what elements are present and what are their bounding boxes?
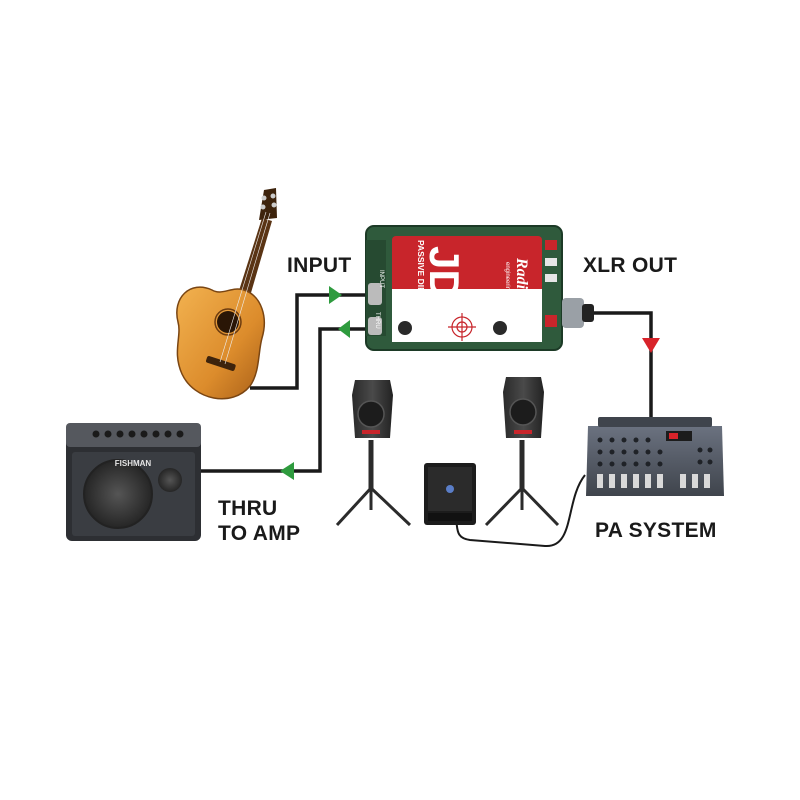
speaker-left-icon [335, 380, 412, 527]
jack-thru-label: THRU [374, 312, 380, 329]
speaker-right-icon [484, 377, 560, 527]
subwoofer-icon [424, 463, 476, 525]
cable-mixer-to-sub [455, 474, 586, 548]
pa-system-label: PA SYSTEM [595, 519, 717, 542]
guitar-amp-icon: FISHMAN [66, 423, 201, 541]
arrow-input-icon [329, 286, 342, 304]
input-label: INPUT [287, 254, 352, 277]
xlr-out-label: XLR OUT [583, 254, 678, 277]
pa-mixer-icon [586, 417, 724, 496]
thru-jack-icon [368, 317, 382, 335]
arrow-thru-icon [338, 320, 350, 338]
di-model-text: JDI [421, 246, 468, 311]
amp-brand-text: FISHMAN [115, 459, 152, 468]
jdi-direct-box: INPUT THRU JDI PASSIVE DIRECT BOX Radial… [365, 225, 594, 351]
di-subtitle-text: PASSIVE DIRECT BOX [416, 240, 426, 331]
target-logo-icon [448, 313, 476, 341]
input-jack-icon [368, 283, 382, 305]
thru-to-amp-label: THRU TO AMP [218, 497, 301, 545]
xlr-connector-icon [562, 298, 584, 328]
arrow-xlr-icon [642, 338, 660, 353]
di-brand-sub-text: engineering [504, 262, 510, 293]
arrow-amp-icon [280, 462, 294, 480]
acoustic-guitar-icon [176, 188, 277, 400]
cable-guitar-to-input [250, 293, 366, 390]
cable-xlr-to-mixer [592, 311, 653, 420]
di-brand-text: Radial [513, 257, 530, 302]
jack-input-label: INPUT [378, 270, 384, 288]
